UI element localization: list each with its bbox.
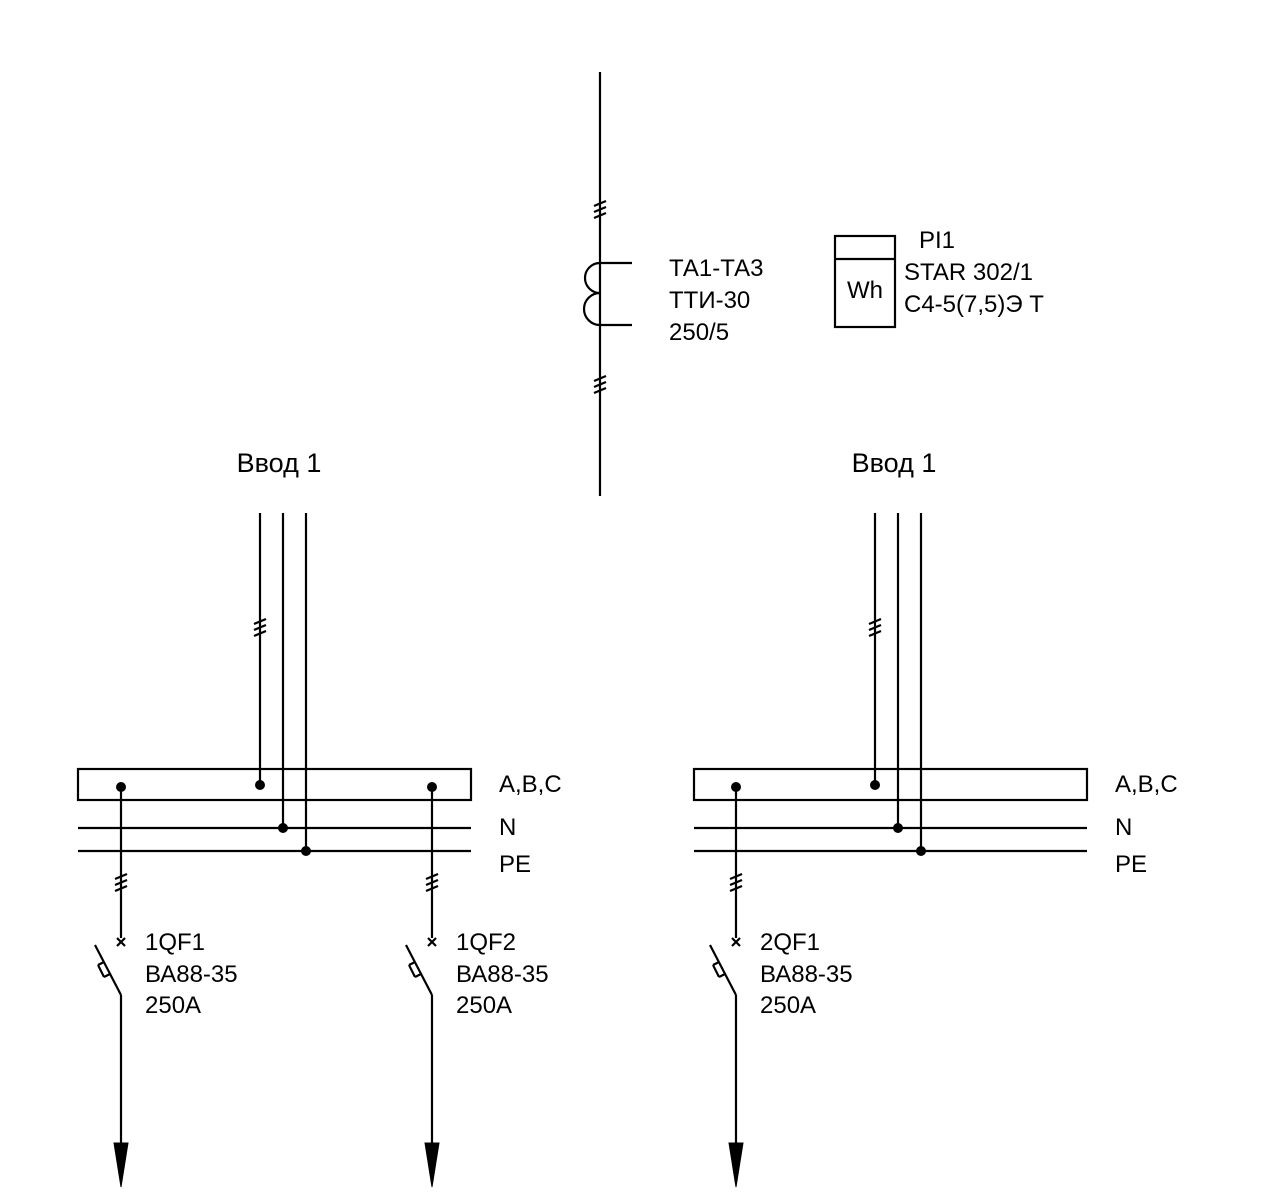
bus-label-phases: A,B,C [499, 771, 562, 798]
junction-dot [278, 823, 288, 833]
junction-dot [916, 846, 926, 856]
transformer-label-designation: ТА1-ТА3 [669, 255, 763, 282]
three-phase-tick-mark [593, 199, 607, 220]
bus-label-neutral: N [1115, 814, 1132, 841]
circuit-breaker-icon [94, 937, 126, 1147]
meter-symbol: Wh [847, 277, 883, 304]
three-phase-tick-mark [253, 617, 267, 638]
three-phase-tick-mark [868, 617, 882, 638]
breaker-model: ВА88-35 [456, 961, 549, 988]
meter-label-spec: C4-5(7,5)Э Т [904, 291, 1044, 318]
bus-label-neutral: N [499, 814, 516, 841]
phase-busbar [692, 767, 1089, 802]
breaker-id: 2QF1 [760, 929, 820, 956]
bus-label-phases: A,B,C [1115, 771, 1178, 798]
breaker-2qf1: 2QF1 ВА88-35 250A [709, 782, 853, 1188]
breaker-rating: 250A [760, 992, 816, 1019]
breaker-id: 1QF2 [456, 929, 516, 956]
transformer-feed: ТА1-ТА3 ТТИ-30 250/5 [582, 72, 763, 496]
bus-label-pe: PE [499, 851, 531, 878]
meter-label-model: STAR 302/1 [904, 259, 1033, 286]
breaker-id: 1QF1 [145, 929, 205, 956]
three-phase-tick-mark [593, 374, 607, 395]
breaker-1qf1: 1QF1 ВА88-35 250A [94, 782, 238, 1188]
current-transformer-coil-icon [582, 261, 632, 327]
meter-label-designation: PI1 [919, 227, 955, 254]
meter-box [833, 234, 897, 329]
junction-dot [870, 780, 880, 790]
transformer-label-ratio: 250/5 [669, 319, 729, 346]
phase-busbar [76, 767, 473, 802]
breaker-rating: 250A [456, 992, 512, 1019]
input-title: Ввод 1 [237, 448, 322, 478]
transformer-label-type: ТТИ-30 [669, 287, 750, 314]
input-title: Ввод 1 [852, 448, 937, 478]
arrow-down-icon [113, 1142, 129, 1188]
input-panel-right: Ввод 1 A,B,C N PE [692, 448, 1178, 878]
circuit-breaker-icon [405, 937, 437, 1147]
junction-dot [893, 823, 903, 833]
bus-label-pe: PE [1115, 851, 1147, 878]
arrow-down-icon [424, 1142, 440, 1188]
breaker-1qf2: 1QF2 ВА88-35 250A [405, 782, 549, 1188]
three-phase-tick-mark [425, 872, 439, 893]
three-phase-tick-mark [114, 872, 128, 893]
junction-dot [301, 846, 311, 856]
circuit-breaker-icon [709, 937, 741, 1147]
breaker-model: ВА88-35 [760, 961, 853, 988]
junction-dot [255, 780, 265, 790]
input-panel-left: Ввод 1 A,B,C N PE [76, 448, 562, 878]
three-phase-tick-mark [729, 872, 743, 893]
breaker-model: ВА88-35 [145, 961, 238, 988]
arrow-down-icon [728, 1142, 744, 1188]
energy-meter: Wh PI1 STAR 302/1 C4-5(7,5)Э Т [833, 227, 1044, 329]
breaker-rating: 250A [145, 992, 201, 1019]
